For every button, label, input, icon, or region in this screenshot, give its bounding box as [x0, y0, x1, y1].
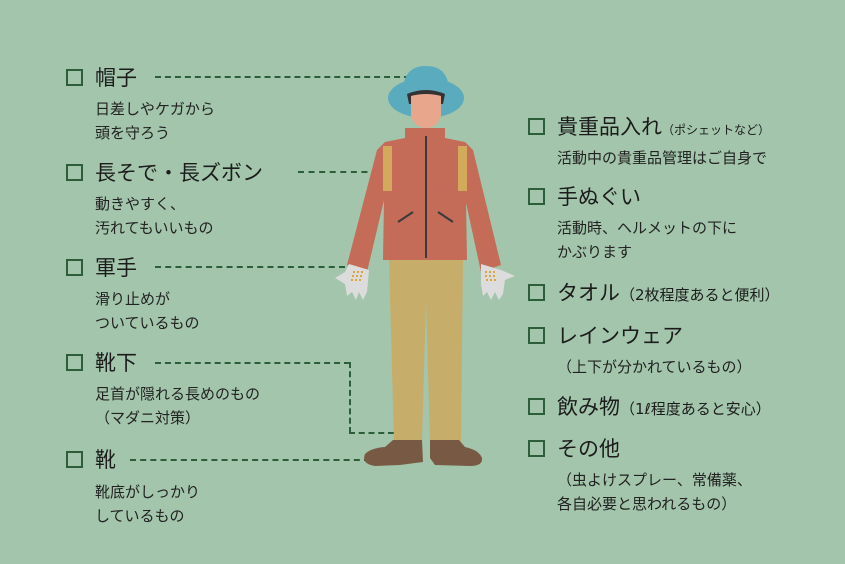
item-title: 飲み物（1ℓ程度あると安心）: [557, 395, 771, 421]
item-desc: （上下が分かれているもの）: [557, 358, 752, 376]
leader-line: [349, 432, 394, 434]
checkbox[interactable]: [528, 440, 545, 457]
checkbox[interactable]: [528, 398, 545, 415]
checkbox[interactable]: [528, 284, 545, 301]
item-desc: しているもの: [95, 507, 185, 525]
hiker-illustration: [335, 66, 515, 466]
item-title: 手ぬぐい: [557, 185, 641, 209]
checkbox[interactable]: [528, 327, 545, 344]
item-desc: （マダニ対策）: [95, 409, 201, 427]
checkbox[interactable]: [66, 164, 83, 181]
checkbox[interactable]: [528, 118, 545, 135]
item-desc: 足首が隠れる長めのもの: [95, 385, 261, 403]
checkbox[interactable]: [66, 259, 83, 276]
item-desc: 靴底がしっかり: [95, 483, 201, 501]
item-desc: 汚れてもいいもの: [95, 219, 214, 237]
item-title-text: タオル: [557, 281, 620, 305]
right-glove-icon: [481, 264, 515, 300]
item-title: 靴下: [95, 351, 137, 375]
item-note: （1ℓ程度あると安心）: [620, 400, 771, 418]
leader-line: [155, 362, 350, 364]
item-desc: （虫よけスプレー、常備薬、: [557, 471, 752, 489]
left-glove-icon: [335, 264, 369, 300]
checkbox[interactable]: [528, 188, 545, 205]
item-desc: 頭を守ろう: [95, 124, 171, 142]
item-desc: 日差しやケガから: [95, 100, 215, 118]
hat-crown: [403, 66, 449, 92]
leader-line: [298, 171, 378, 173]
item-desc: かぶります: [557, 243, 633, 261]
checkbox[interactable]: [66, 69, 83, 86]
leader-line: [155, 76, 410, 78]
item-title: その他: [557, 437, 620, 461]
item-note: （ポシェットなど）: [662, 123, 771, 137]
leader-line: [155, 266, 345, 268]
item-title: 帽子: [95, 66, 137, 90]
right-sleeve: [460, 142, 501, 272]
leader-line: [349, 362, 351, 433]
item-title: 軍手: [95, 256, 137, 280]
backpack-strap-icon: [458, 146, 467, 191]
checkbox[interactable]: [66, 451, 83, 468]
left-sleeve: [347, 142, 390, 272]
item-desc: 活動中の貴重品管理はご自身で: [557, 149, 768, 167]
item-desc: 滑り止めが: [95, 290, 171, 308]
leader-line: [130, 459, 370, 461]
backpack-strap-icon: [383, 146, 392, 191]
checkbox[interactable]: [66, 354, 83, 371]
item-note: （2枚程度あると便利）: [620, 286, 780, 304]
pants: [389, 260, 463, 442]
item-title: 貴重品入れ（ポシェットなど）: [557, 115, 770, 142]
face: [411, 94, 441, 128]
item-title-text: 飲み物: [557, 395, 620, 419]
item-title: タオル（2枚程度あると便利）: [557, 281, 780, 307]
left-shoe-icon: [364, 440, 423, 466]
item-desc: 各自必要と思われるもの）: [557, 495, 737, 513]
item-desc: 活動時、ヘルメットの下に: [557, 219, 738, 237]
right-shoe-icon: [430, 440, 483, 466]
item-title: レインウェア: [557, 324, 683, 348]
item-title-text: 貴重品入れ: [557, 115, 662, 139]
item-desc: ついているもの: [95, 314, 200, 332]
item-title: 長そで・長ズボン: [95, 161, 263, 185]
item-desc: 動きやすく、: [95, 195, 186, 213]
item-title: 靴: [95, 448, 116, 472]
